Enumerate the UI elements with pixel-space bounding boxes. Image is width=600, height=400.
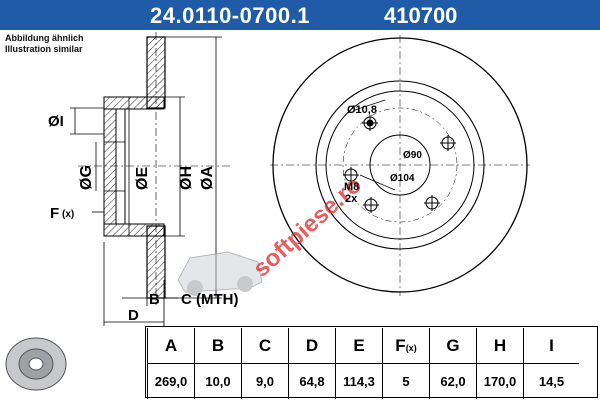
label-c: C (MTH) xyxy=(181,291,238,308)
disc-cross-section xyxy=(78,32,230,305)
dimension-lines xyxy=(70,36,222,326)
value-i: 14,5 xyxy=(523,363,579,399)
label-f-sub: (x) xyxy=(62,209,74,220)
part-number: 24.0110-0700.1 xyxy=(150,3,310,28)
label-thread-count: 2x xyxy=(345,193,358,205)
label-thread: M8 xyxy=(344,181,359,193)
value-a: 269,0 xyxy=(147,363,195,399)
header-f: F(x) xyxy=(382,328,430,364)
label-dia-a: ØA xyxy=(199,166,216,190)
header-c: C xyxy=(241,328,289,364)
spec-table: A B C D E F(x) G H I 269,0 10,0 9,0 64,8… xyxy=(0,326,600,400)
label-dia-104: Ø104 xyxy=(390,173,415,184)
technical-drawing: softpiese.ro ØI ØG ØE ØH ØA F (x) B C (M… xyxy=(48,32,530,326)
label-f: F xyxy=(50,205,59,222)
value-c: 9,0 xyxy=(241,363,289,399)
value-d: 64,8 xyxy=(288,363,336,399)
car-watermark-icon xyxy=(177,251,263,296)
label-b: B xyxy=(149,291,160,308)
label-dia-g: ØG xyxy=(78,165,95,190)
article-code: 410700 xyxy=(384,3,458,28)
label-dia-e: ØE xyxy=(134,167,151,190)
disc-front-view xyxy=(270,35,530,296)
hub-face xyxy=(103,108,117,225)
label-dia-h: ØH xyxy=(178,166,195,190)
header-d: D xyxy=(288,328,336,364)
label-d: D xyxy=(128,307,139,324)
value-f: 5 xyxy=(382,363,430,399)
header-a: A xyxy=(147,328,195,364)
value-e: 114,3 xyxy=(335,363,383,399)
header-b: B xyxy=(194,328,242,364)
hat-bottom xyxy=(103,223,165,237)
value-h: 170,0 xyxy=(476,363,524,399)
illustration-note-en: Illustration similar xyxy=(5,44,83,54)
header-g: G xyxy=(429,328,477,364)
header-h: H xyxy=(476,328,524,364)
value-g: 62,0 xyxy=(429,363,477,399)
label-dia-90: Ø90 xyxy=(403,150,422,161)
value-b: 10,0 xyxy=(194,363,242,399)
brake-disc-thumbnail-icon xyxy=(5,337,67,391)
label-bolt-hole-dia: Ø10,8 xyxy=(347,104,377,116)
title-bar: 24.0110-0700.1 410700 xyxy=(0,0,600,30)
hat-top xyxy=(103,96,165,110)
illustration-note-de: Abbildung ähnlich xyxy=(5,33,84,43)
header-i: I xyxy=(523,328,579,364)
header-e: E xyxy=(335,328,383,364)
label-dia-i: ØI xyxy=(48,113,64,130)
